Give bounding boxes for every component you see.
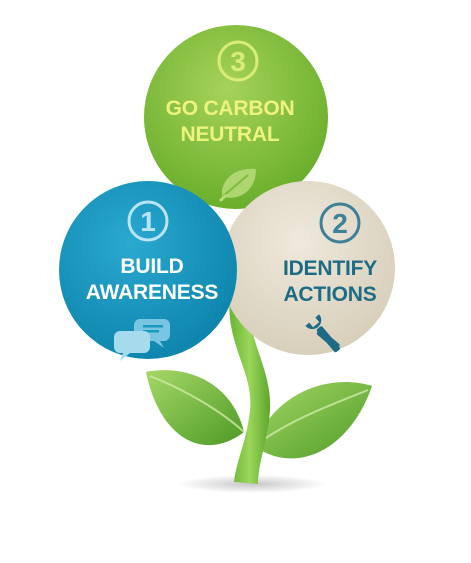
circle-step-3 (144, 25, 328, 209)
step-3-label-line1: GO CARBON (165, 97, 295, 120)
step-1-label-line1: BUILD (120, 255, 184, 278)
step-2-label-line1: IDENTIFY (282, 257, 378, 280)
step-3-label-line2: NEUTRAL (180, 123, 280, 146)
circle-step-2 (221, 181, 395, 355)
ground-shadow (177, 475, 327, 493)
right-leaf (254, 382, 372, 459)
left-leaf (146, 370, 244, 446)
step-2-label: IDENTIFY ACTIONS (250, 256, 410, 308)
speech-bubbles-icon (114, 319, 170, 361)
tools-icon (305, 314, 340, 353)
stem (229, 290, 271, 484)
step-2-label-line2: ACTIONS (283, 283, 377, 306)
step-2-number: 2 (332, 208, 348, 239)
number-ring-3 (217, 40, 259, 82)
left-leaf-vein (149, 375, 245, 433)
number-ring-1 (127, 200, 169, 242)
right-leaf-vein (253, 389, 369, 447)
step-1-number: 1 (140, 206, 156, 237)
step-3-number: 3 (230, 46, 246, 77)
step-1-label: BUILD AWARENESS (68, 254, 236, 306)
step-3-label: GO CARBON NEUTRAL (150, 96, 310, 148)
step-1-label-line2: AWARENESS (85, 281, 219, 304)
number-ring-2 (319, 202, 361, 244)
circle-step-1 (59, 181, 237, 359)
leaf-icon (218, 168, 256, 203)
